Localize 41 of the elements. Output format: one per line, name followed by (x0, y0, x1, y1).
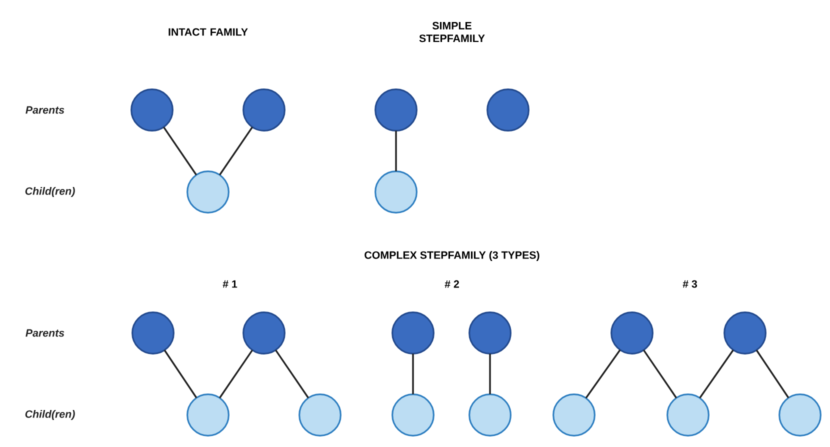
row-label: Parents (26, 106, 64, 114)
connector-line (275, 350, 309, 398)
child-circle (186, 394, 230, 436)
group-heading: # 2 (444, 280, 459, 288)
group-heading: INTACT FAMILY (168, 28, 248, 36)
parent-circle (724, 312, 766, 354)
connector-line (699, 350, 734, 398)
parent-circle (242, 88, 286, 132)
child-circle (552, 394, 596, 436)
connector-line (395, 130, 397, 172)
child-circle (186, 170, 230, 214)
child-circle (778, 394, 822, 436)
child-circle (374, 170, 418, 214)
connector-line (412, 354, 414, 394)
parent-circle (392, 312, 434, 354)
connector-line (219, 126, 253, 176)
row-label: Parents (26, 329, 64, 337)
group-heading: # 1 (222, 280, 238, 288)
parent-circle (610, 312, 654, 354)
child-circle (666, 394, 710, 436)
parent-circle (374, 88, 418, 132)
connector-line (489, 354, 491, 394)
connector-line (164, 350, 198, 398)
row-label: Child(ren) (25, 410, 75, 420)
child-circle (392, 394, 434, 436)
connector-line (219, 350, 253, 398)
child-circle (468, 394, 512, 436)
connector-line (585, 349, 621, 399)
row-label: Child(ren) (25, 187, 75, 197)
group-heading: COMPLEX STEPFAMILY (3 TYPES) (364, 251, 540, 261)
parent-circle (242, 312, 286, 354)
connector-line (643, 350, 677, 398)
parent-circle (468, 312, 512, 354)
parent-circle (486, 88, 530, 132)
group-heading: SIMPLE STEPFAMILY (419, 22, 485, 42)
parent-circle (130, 88, 174, 132)
child-circle (298, 394, 342, 436)
group-heading: # 3 (682, 280, 698, 288)
connector-line (756, 350, 790, 398)
connector-line (163, 126, 197, 176)
parent-circle (132, 312, 174, 354)
